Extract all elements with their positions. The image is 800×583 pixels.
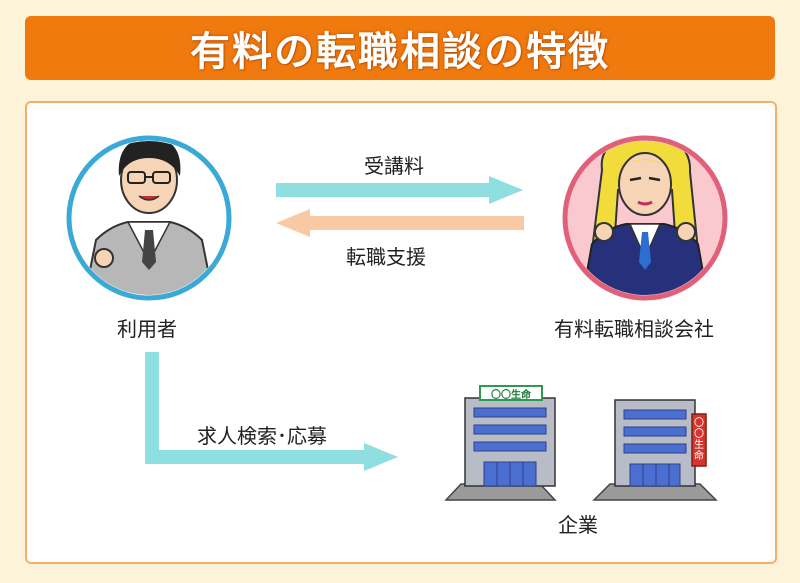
search-label: 求人検索･応募 xyxy=(197,424,327,448)
agency-label: 有料転職相談会社 xyxy=(554,317,714,341)
fee-arrow xyxy=(276,176,523,204)
search-arrow xyxy=(145,352,398,471)
company-label: 企業 xyxy=(558,513,598,537)
title-banner: 有料の転職相談の特徴 xyxy=(25,16,775,80)
user-label: 利用者 xyxy=(117,317,177,341)
support-arrow xyxy=(276,209,524,237)
agency-avatar xyxy=(562,135,728,301)
user-avatar xyxy=(66,135,232,301)
support-label: 転職支援 xyxy=(346,245,426,269)
building-sign-right: 〇〇生命 xyxy=(694,418,704,462)
company-building-right xyxy=(592,399,718,501)
page-title: 有料の転職相談の特徴 xyxy=(190,29,610,75)
fee-label: 受講料 xyxy=(364,154,424,178)
building-sign-left: 〇〇生命 xyxy=(491,390,531,401)
company-building-left xyxy=(444,385,557,501)
